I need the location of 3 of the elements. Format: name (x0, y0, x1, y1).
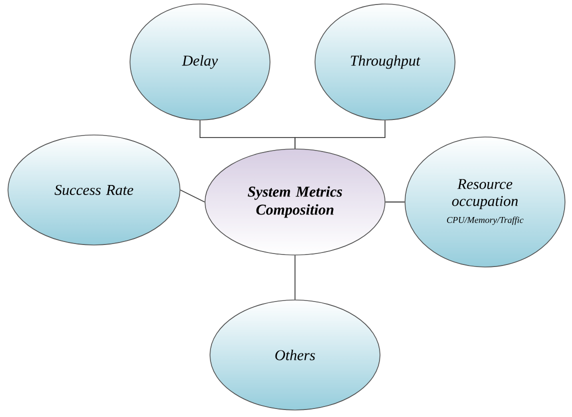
connector-line (294, 120, 386, 150)
connector-line (180, 190, 206, 202)
connector-line (294, 254, 296, 300)
